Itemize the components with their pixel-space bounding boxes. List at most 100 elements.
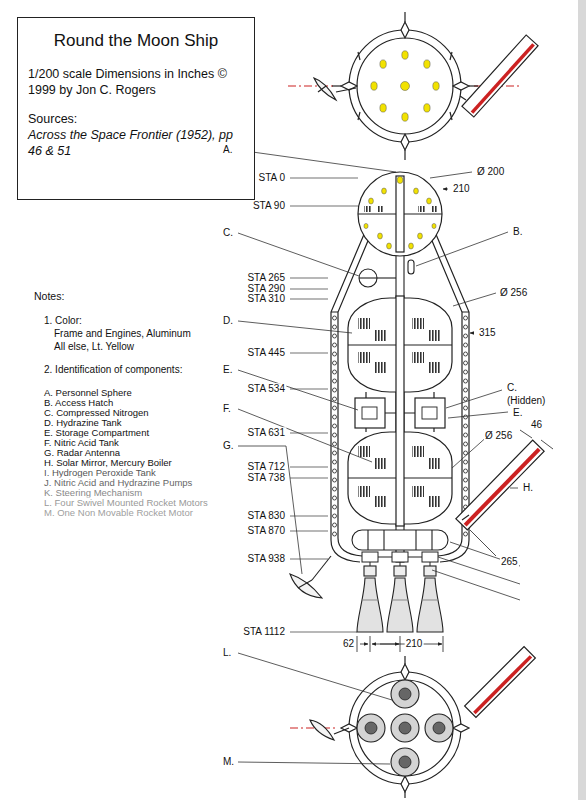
tank-hatching bbox=[428, 330, 440, 341]
callout-letter: M. bbox=[222, 756, 235, 768]
frame-rivets bbox=[333, 478, 337, 482]
window-dots bbox=[371, 51, 439, 121]
rocket-motors-bottom bbox=[399, 688, 411, 700]
solar-mirror bbox=[456, 440, 544, 530]
dimension-lines bbox=[357, 636, 358, 652]
station-label: STA 712 bbox=[246, 461, 286, 473]
frame-rivets bbox=[333, 442, 337, 446]
pumps bbox=[422, 552, 438, 562]
station-leaders bbox=[290, 559, 328, 560]
rocket-motors-bottom bbox=[391, 680, 419, 708]
leader-lines bbox=[238, 321, 352, 333]
title-box: Round the Moon Ship1/200 scale Dimension… bbox=[17, 17, 255, 200]
frame-rivets bbox=[333, 424, 337, 428]
window-dots bbox=[414, 188, 419, 194]
frame-rivets bbox=[333, 325, 337, 329]
note-text: Frame and Engines, Aluminum bbox=[53, 328, 192, 340]
dimension: 315 bbox=[478, 327, 497, 339]
central-tube bbox=[396, 176, 404, 562]
callout-letter: H. bbox=[522, 482, 534, 494]
nitrogen-tank bbox=[359, 269, 377, 287]
storage-compartment bbox=[366, 392, 434, 432]
window-dots bbox=[427, 198, 432, 204]
tank-hatching bbox=[358, 486, 370, 497]
dimension-lines bbox=[357, 189, 553, 652]
dimension: 210 bbox=[405, 638, 424, 650]
frame-rivets bbox=[333, 406, 337, 410]
rocket-motors-bottom bbox=[365, 722, 377, 734]
radar-antenna bbox=[290, 556, 331, 598]
window-dots bbox=[364, 223, 368, 228]
leader-lines bbox=[238, 150, 520, 764]
callout-letter: A. bbox=[222, 144, 233, 156]
dimension: Ø 256 bbox=[499, 287, 528, 299]
mirror-mount bbox=[462, 515, 469, 520]
frame-rivets bbox=[464, 316, 468, 320]
callout-letter: C. bbox=[506, 382, 518, 394]
tank-hatching bbox=[428, 362, 440, 373]
top-view bbox=[462, 35, 538, 117]
title-text: Round the Moon Ship bbox=[28, 30, 244, 52]
window-dots bbox=[418, 233, 423, 239]
window-dots bbox=[364, 206, 371, 212]
dimension-lines bbox=[520, 430, 532, 438]
top-view bbox=[469, 85, 478, 86]
dimension-lines bbox=[370, 636, 371, 652]
dimension-lines bbox=[360, 644, 368, 645]
window-dots bbox=[380, 104, 386, 112]
leader-lines bbox=[446, 390, 502, 408]
window-dots bbox=[424, 60, 430, 68]
station-label: STA 631 bbox=[246, 427, 286, 439]
station-label: STA 310 bbox=[246, 293, 286, 305]
bottom-view bbox=[341, 664, 469, 792]
rocket-motors bbox=[357, 566, 443, 632]
station-label: STA 738 bbox=[246, 472, 286, 484]
station-leaders bbox=[290, 632, 357, 633]
dimension: 62 bbox=[342, 638, 355, 650]
callout-letter: G. bbox=[222, 440, 235, 452]
callout-letter: F. bbox=[222, 403, 232, 415]
rocket-motors-bottom bbox=[425, 714, 453, 742]
frame-rivets bbox=[464, 397, 468, 401]
station-leaders bbox=[290, 289, 328, 290]
bottom-view bbox=[349, 672, 461, 784]
tank-hatching bbox=[375, 458, 387, 469]
bottom-view bbox=[334, 728, 349, 734]
frame-rivets bbox=[464, 424, 468, 428]
info-text: Across the Space Frontier (1952), pp 46 … bbox=[28, 127, 244, 160]
dimension-lines bbox=[541, 440, 553, 449]
station-leaders bbox=[290, 278, 328, 279]
frame-rivets bbox=[333, 361, 337, 365]
window-dots bbox=[380, 60, 386, 68]
tank-hatching bbox=[358, 318, 440, 507]
peroxide-tank bbox=[352, 530, 448, 550]
rocket-motors-bottom bbox=[357, 680, 453, 776]
frame-rivets bbox=[333, 532, 337, 536]
frame-rivets bbox=[333, 334, 337, 338]
station-leaders bbox=[290, 299, 328, 300]
radar-antenna bbox=[290, 574, 322, 598]
tank-hatching bbox=[358, 446, 370, 457]
frame-rivets bbox=[464, 343, 468, 347]
tank-hatching bbox=[428, 496, 440, 507]
leader-lines bbox=[238, 653, 392, 700]
frame-rivets bbox=[464, 442, 468, 446]
tank-hatching bbox=[412, 446, 424, 457]
frame-rivets bbox=[333, 415, 337, 419]
station-leaders bbox=[290, 206, 358, 207]
tank-hatching bbox=[428, 458, 440, 469]
frame-rivets bbox=[333, 397, 337, 401]
tank-hatching bbox=[375, 330, 387, 341]
pumps bbox=[392, 552, 408, 562]
station-label: STA 938 bbox=[246, 553, 286, 565]
bottom-view bbox=[404, 656, 405, 664]
peroxide-tank bbox=[352, 530, 448, 550]
frame-rivets bbox=[333, 469, 337, 473]
component-key: M. One Non Movable Rocket Motor bbox=[43, 508, 194, 519]
top-view bbox=[471, 43, 535, 114]
frame-rivets bbox=[464, 370, 468, 374]
tank-hatching bbox=[375, 362, 387, 373]
callout-letter: L. bbox=[222, 647, 232, 659]
frame-rivets bbox=[464, 433, 468, 437]
storage-compartment bbox=[415, 398, 445, 428]
